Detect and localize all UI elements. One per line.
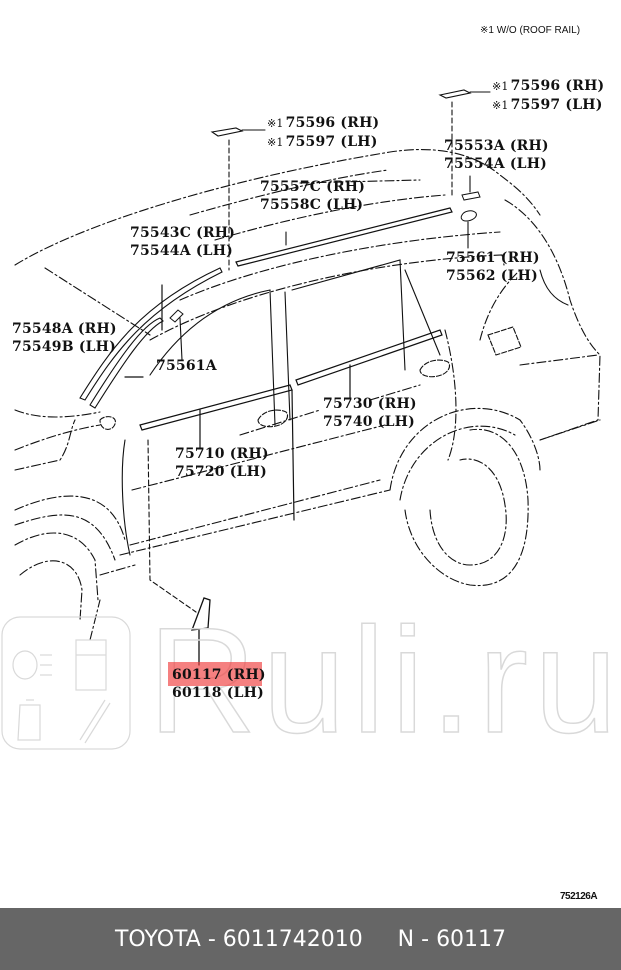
label-windshield-molding-side[interactable]: 75548A (RH) 75549B (LH) [12, 320, 117, 356]
part-number[interactable]: 75596 (RH) [285, 115, 380, 131]
label-roof-drip-molding[interactable]: 75557C (RH) 75558C (LH) [260, 178, 365, 214]
part-number[interactable]: 75548A (RH) [12, 321, 117, 337]
part-number[interactable]: 75558C (LH) [260, 197, 364, 213]
label-clip-front[interactable]: 75561A [156, 357, 217, 375]
part-number-selected[interactable]: 60117 (RH) [172, 667, 266, 683]
part-number[interactable]: 75553A (RH) [444, 138, 549, 154]
footer-part-text: TOYOTA - 6011742010 N - 60117 [114, 926, 507, 952]
highlight-selected-part [168, 662, 262, 686]
part-number[interactable]: 75554A (LH) [444, 156, 547, 172]
footnote-mark: ※1 [492, 80, 509, 93]
footnote-roof-rail: ※1 W/O (ROOF RAIL) [480, 25, 581, 36]
label-front-door-belt-molding[interactable]: 75710 (RH) 75720 (LH) [175, 445, 269, 481]
part-number[interactable]: 75597 (LH) [510, 97, 603, 113]
label-windshield-molding-upper[interactable]: 75543C (RH) 75544A (LH) [130, 224, 235, 260]
part-number[interactable]: 75596 (RH) [510, 78, 605, 94]
label-mirror-garnish[interactable]: 60117 (RH) 60118 (LH) [172, 666, 266, 702]
part-info-footer: TOYOTA - 6011742010 N - 60117 [0, 908, 621, 970]
part-number[interactable]: 75562 (LH) [446, 268, 538, 284]
part-number[interactable]: 75561A [156, 358, 217, 374]
part-number[interactable]: 75543C (RH) [130, 225, 236, 241]
part-number[interactable]: 75730 (RH) [323, 396, 417, 412]
part-number[interactable]: 75561 (RH) [446, 250, 540, 266]
part-number[interactable]: 75710 (RH) [175, 446, 269, 462]
footnote-mark: ※1 [492, 99, 509, 112]
part-number[interactable]: 75544A (LH) [130, 243, 233, 259]
part-number[interactable]: 75557C (RH) [260, 179, 366, 195]
part-number[interactable]: 75720 (LH) [175, 464, 267, 480]
illustration-code: 752126A [560, 891, 598, 902]
part-number[interactable]: 75740 (LH) [323, 414, 415, 430]
part-number[interactable]: 75597 (LH) [285, 134, 378, 150]
footnote-mark: ※1 [267, 136, 284, 149]
label-rear-door-belt-molding[interactable]: 75730 (RH) 75740 (LH) [323, 395, 417, 431]
car-body-line-drawing [14, 89, 601, 666]
label-rear-clip[interactable]: 75561 (RH) 75562 (LH) [446, 249, 540, 285]
label-rear-end-piece[interactable]: 75553A (RH) 75554A (LH) [444, 137, 549, 173]
part-number[interactable]: 75549B (LH) [12, 339, 116, 355]
footnote-mark: ※1 [267, 117, 284, 130]
part-number[interactable]: 60118 (LH) [172, 685, 264, 701]
